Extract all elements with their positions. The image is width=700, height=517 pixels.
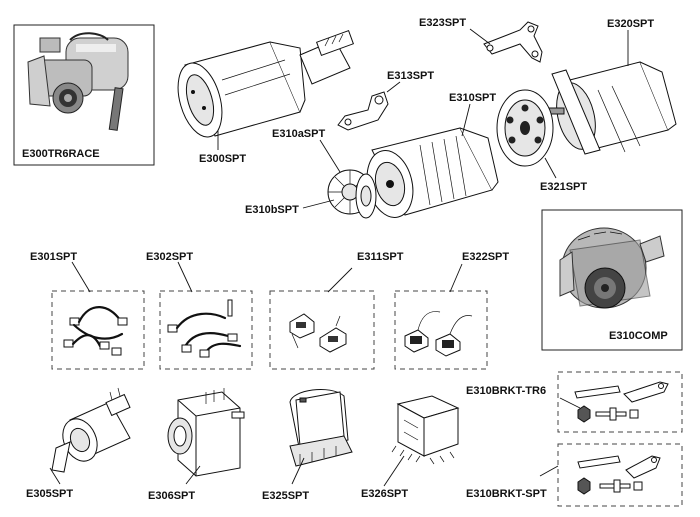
pulley-illustration <box>355 173 377 219</box>
part-code-label: E300TR6RACE <box>22 148 100 160</box>
dynamo-pulley-illustration <box>496 89 554 167</box>
mounting-bracket-illustration <box>483 21 543 63</box>
race-starter-motor-illustration <box>27 32 129 131</box>
part-e320spt: E320SPT <box>545 18 677 155</box>
part-code-label: E310BRKT-TR6 <box>466 385 546 397</box>
photo-frame <box>13 24 155 166</box>
dashed-kit-box <box>269 290 375 370</box>
dashed-kit-box <box>159 290 253 370</box>
part-e302spt: E302SPT <box>146 251 253 370</box>
part-code-label: E310aSPT <box>272 128 325 140</box>
part-e311spt: E311SPT <box>269 251 404 370</box>
part-e310brkt-tr6: E310BRKT-TR6 <box>466 371 683 433</box>
part-code-label: E306SPT <box>148 490 195 502</box>
part-code-label: E301SPT <box>30 251 77 263</box>
part-code-label: E310COMP <box>609 330 668 342</box>
part-code-label: E311SPT <box>357 251 404 263</box>
part-code-label: E310SPT <box>449 92 496 104</box>
starter-solenoid-illustration <box>51 387 131 473</box>
starter-motor-illustration <box>177 29 355 138</box>
ignition-leads-illustration <box>167 299 242 358</box>
part-e310spt: E310SPT <box>366 92 499 218</box>
part-code-label: E313SPT <box>387 70 434 82</box>
alternator-bracket-kit-illustration <box>574 381 669 423</box>
part-e321spt: E321SPT <box>496 89 587 193</box>
part-code-label: E321SPT <box>540 181 587 193</box>
alternator-complete-illustration <box>559 227 665 309</box>
part-e301spt: E301SPT <box>30 251 145 370</box>
part-e323spt: E323SPT <box>419 17 543 63</box>
photo-box-e300tr6race: E300TR6RACE <box>13 24 155 166</box>
part-code-label: E310bSPT <box>245 204 299 216</box>
part-code-label: E323SPT <box>419 17 466 29</box>
photo-box-e310comp: E310COMP <box>541 209 683 351</box>
dashed-kit-box <box>394 290 488 370</box>
regulator-unit-illustration <box>289 389 353 467</box>
part-e325spt: E325SPT <box>262 389 353 502</box>
part-e306spt: E306SPT <box>148 388 245 502</box>
part-code-label: E300SPT <box>199 153 246 165</box>
part-code-label: E325SPT <box>262 490 309 502</box>
brush-set-illustration <box>289 313 347 353</box>
photo-frame <box>541 209 683 351</box>
part-e322spt: E322SPT <box>394 251 509 370</box>
dashed-kit-box <box>51 290 145 370</box>
wiring-harness-illustration <box>63 306 128 356</box>
part-code-label: E305SPT <box>26 488 73 500</box>
dashed-kit-box <box>557 443 683 507</box>
part-code-label: E326SPT <box>361 488 408 500</box>
dashed-kit-box <box>557 371 683 433</box>
part-e310bspt: E310bSPT <box>245 173 377 219</box>
dynamo-brushes-illustration <box>404 311 473 357</box>
part-code-label: E320SPT <box>607 18 654 30</box>
part-code-label: E310BRKT-SPT <box>466 488 547 500</box>
part-code-label: E322SPT <box>462 251 509 263</box>
alternator-bracket-kit-illustration <box>577 455 661 495</box>
part-e313spt: E313SPT <box>337 70 434 131</box>
part-e300spt: E300SPT <box>177 29 355 165</box>
part-e310brkt-spt: E310BRKT-SPT <box>466 443 683 507</box>
part-e305spt: E305SPT <box>26 387 131 500</box>
control-box-illustration <box>391 395 460 465</box>
dynamo-illustration <box>545 61 677 155</box>
part-e326spt: E326SPT <box>361 395 460 500</box>
voltage-regulator-illustration <box>167 388 245 477</box>
part-code-label: E302SPT <box>146 251 193 263</box>
alternator-illustration <box>366 127 499 218</box>
